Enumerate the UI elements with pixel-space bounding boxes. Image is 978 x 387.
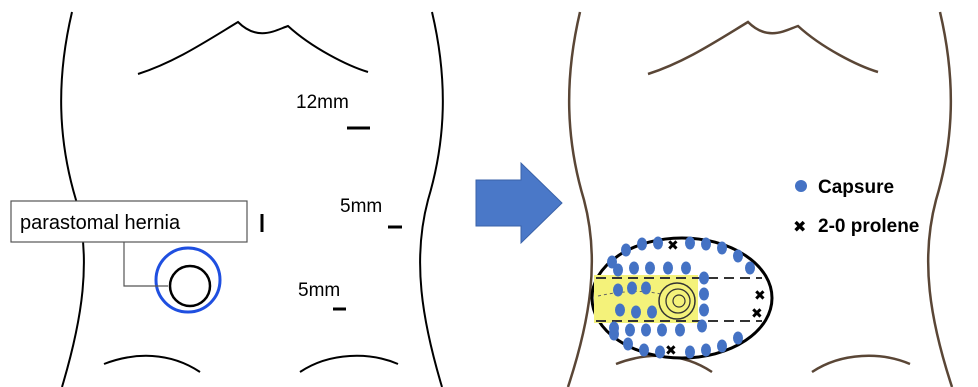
legend-prolene-cross-icon: ✖ bbox=[793, 217, 806, 236]
capsure-tack-dot bbox=[645, 262, 655, 275]
legend-capsure-dot bbox=[795, 180, 807, 192]
capsure-tack-dot bbox=[613, 264, 623, 277]
left-torso-left-outline bbox=[61, 12, 84, 387]
capsure-tack-dot bbox=[717, 340, 727, 353]
capsure-tack-dot bbox=[653, 237, 663, 250]
capsure-tack-dot bbox=[717, 242, 727, 255]
left-groin-right-line bbox=[300, 356, 398, 372]
transition-arrow bbox=[476, 163, 562, 243]
capsure-tack-dot bbox=[639, 344, 649, 357]
capsure-tack-dot bbox=[745, 262, 755, 275]
prolene-suture-cross-icon: ✖ bbox=[667, 238, 679, 254]
capsure-tack-dot bbox=[613, 284, 623, 297]
capsure-tack-dot bbox=[701, 344, 711, 357]
capsure-tack-dot bbox=[663, 262, 673, 275]
capsure-tack-dot bbox=[655, 346, 665, 359]
port-12mm-label: 12mm bbox=[296, 92, 349, 113]
right-torso-left-outline bbox=[568, 12, 592, 387]
right-panel: Capsure ✖ 2-0 prolene ✖ ✖ ✖ ✖ bbox=[568, 12, 952, 387]
legend: Capsure ✖ 2-0 prolene bbox=[793, 177, 919, 237]
port-5mm-upper-label: 5mm bbox=[340, 196, 382, 217]
capsure-tack-dot bbox=[627, 282, 637, 295]
capsure-tack-dot bbox=[685, 346, 695, 359]
port-5mm-lower-label: 5mm bbox=[298, 280, 340, 301]
capsure-tack-dot bbox=[681, 262, 691, 275]
capsure-tack-dot bbox=[625, 324, 635, 337]
capsure-tack-dot bbox=[697, 320, 707, 333]
capsure-tack-dot bbox=[615, 304, 625, 317]
capsure-tack-dot bbox=[701, 238, 711, 251]
stoma-circle bbox=[170, 266, 210, 306]
capsure-tack-dot bbox=[699, 272, 709, 285]
left-groin-left-line bbox=[104, 356, 200, 372]
mesh-repair: ✖ ✖ ✖ ✖ bbox=[592, 237, 772, 360]
right-chest-line bbox=[648, 22, 878, 74]
left-panel: 12mm 5mm 5mm parastomal hernia bbox=[11, 12, 443, 387]
capsure-tack-dot bbox=[685, 237, 695, 250]
right-groin-right-line bbox=[812, 356, 910, 372]
capsure-tack-dot bbox=[647, 306, 657, 319]
capsure-tack-dot bbox=[631, 306, 641, 319]
legend-capsure-label: Capsure bbox=[818, 177, 894, 198]
prolene-suture-cross-icon: ✖ bbox=[665, 343, 677, 359]
capsure-tack-dot bbox=[733, 332, 743, 345]
capsure-tack-dot bbox=[623, 338, 633, 351]
capsure-tack-dot bbox=[675, 324, 685, 337]
prolene-suture-cross-icon: ✖ bbox=[751, 306, 763, 322]
legend-prolene-label: 2-0 prolene bbox=[818, 216, 919, 237]
left-chest-line bbox=[138, 22, 368, 74]
left-torso-right-outline bbox=[420, 12, 443, 387]
capsure-tack-dot bbox=[699, 288, 709, 301]
capsure-tack-dot bbox=[699, 304, 709, 317]
capsure-tack-dot bbox=[609, 322, 619, 335]
right-torso-right-outline bbox=[928, 12, 952, 387]
capsure-tack-dot bbox=[629, 262, 639, 275]
capsure-tack-dot bbox=[641, 324, 651, 337]
capsure-tack-dot bbox=[637, 238, 647, 251]
capsure-tack-dot bbox=[733, 250, 743, 263]
prolene-suture-cross-icon: ✖ bbox=[754, 288, 766, 304]
callout-label: parastomal hernia bbox=[20, 212, 181, 234]
capsure-tack-dot bbox=[641, 282, 651, 295]
capsure-tack-dot bbox=[621, 244, 631, 257]
capsure-tack-dot bbox=[657, 324, 667, 337]
